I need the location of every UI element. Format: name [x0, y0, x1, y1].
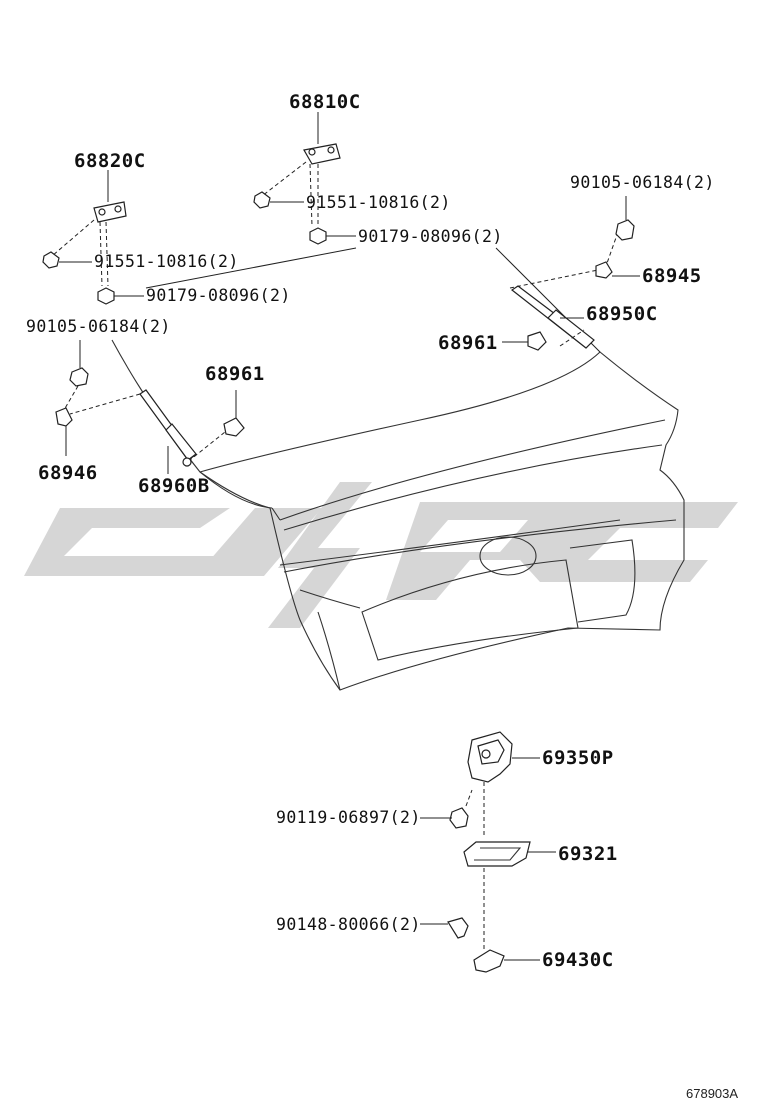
- bolt-90105-left: [63, 340, 89, 411]
- bracket-68946: [55, 407, 73, 456]
- callout-68810C: 68810C: [289, 91, 361, 113]
- callout-90148: 90148-80066(2): [276, 915, 421, 934]
- callouts: 68810C 68820C 91551-10816(2) 90179-08096…: [26, 91, 715, 971]
- callout-91551-left: 91551-10816(2): [94, 252, 239, 271]
- diagram-reference-code: 678903A: [686, 1086, 738, 1101]
- callout-68961-left: 68961: [205, 363, 265, 385]
- bolt-90119: [420, 789, 473, 829]
- ball-stud-68961-right: [502, 331, 547, 351]
- bolt-91551-left: [42, 251, 92, 269]
- callout-68950C: 68950C: [586, 303, 658, 325]
- callout-91551-right: 91551-10816(2): [306, 193, 451, 212]
- callout-69430C: 69430C: [542, 949, 614, 971]
- hinge-68810C: [261, 112, 341, 227]
- callout-90119: 90119-06897(2): [276, 808, 421, 827]
- callout-90179-left: 90179-08096(2): [146, 286, 291, 305]
- trunk-lid: [111, 339, 685, 691]
- ball-stud-68961-left: [223, 390, 245, 437]
- lock-69350P: [467, 731, 540, 838]
- stay-right-68950C: [509, 231, 619, 349]
- bolt-90148: [420, 917, 469, 939]
- callout-69350P: 69350P: [542, 747, 614, 769]
- callout-90105-right: 90105-06184(2): [570, 173, 715, 192]
- callout-68960B: 68960B: [138, 475, 210, 497]
- callout-90179-right: 90179-08096(2): [358, 227, 503, 246]
- callout-68946: 68946: [38, 462, 98, 484]
- bolt-90105-right: [615, 196, 635, 241]
- bolt-91551-right: [253, 191, 304, 209]
- cover-69321: [463, 841, 556, 950]
- bracket-68945: [595, 261, 640, 279]
- callout-68961-right: 68961: [438, 332, 498, 354]
- callout-69321: 69321: [558, 843, 618, 865]
- nut-90179-left: [97, 287, 144, 305]
- callout-68820C: 68820C: [74, 150, 146, 172]
- stay-left-68960B: [69, 389, 231, 474]
- nut-90179-right: [309, 227, 356, 245]
- callout-90105-left: 90105-06184(2): [26, 317, 171, 336]
- callout-68945: 68945: [642, 265, 702, 287]
- striker-69430C: [473, 949, 540, 973]
- hinge-68820C: [51, 170, 127, 287]
